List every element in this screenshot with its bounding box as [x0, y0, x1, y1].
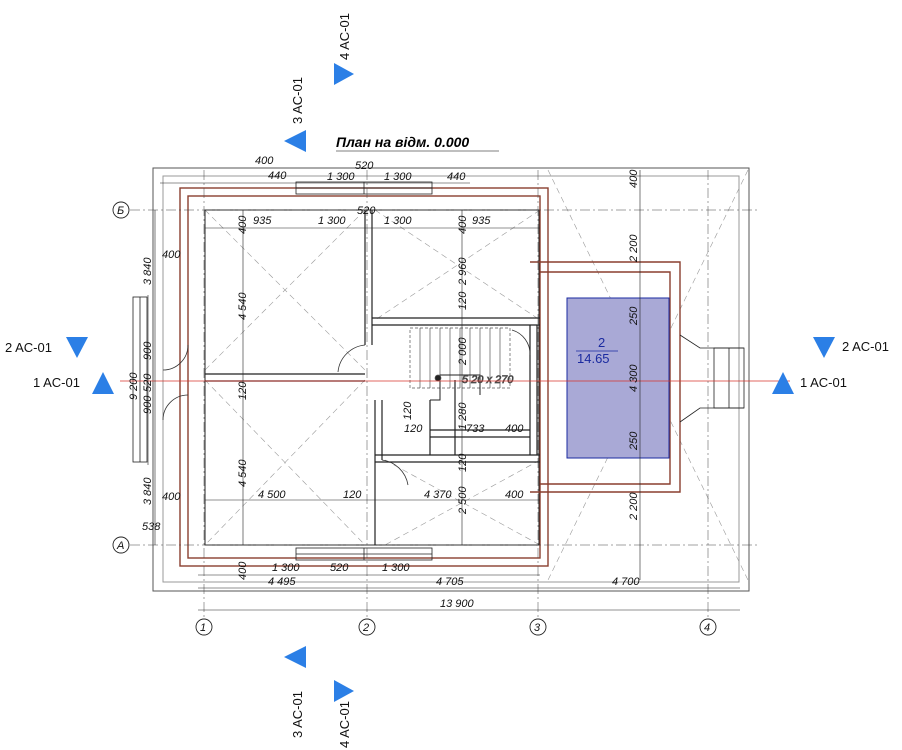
section-4-bottom-arrow-icon — [334, 680, 354, 702]
dim-top-1300d: 1 300 — [384, 215, 412, 227]
dim-right-4300: 4 300 — [628, 364, 640, 392]
axis-2: 2 — [362, 622, 369, 634]
dim-v-733: 733 — [466, 423, 485, 435]
dim-left-400b: 400 — [162, 491, 181, 503]
section-2-right-arrow-icon — [813, 337, 835, 358]
axis-1: 1 — [200, 622, 206, 634]
dim-bot-1300b: 1 300 — [382, 562, 410, 574]
dim-h-4370: 4 370 — [424, 489, 452, 501]
diagonal-guides — [204, 169, 749, 581]
dim-v-120d: 120 — [457, 453, 469, 472]
dim-left-9200: 9 200 — [128, 372, 140, 400]
dim-v-1280: 1 280 — [457, 402, 469, 430]
section-3-top-label: 3 AC-01 — [290, 77, 305, 124]
dim-v-2000: 2 000 — [457, 337, 469, 366]
dim-top-440a: 440 — [268, 170, 287, 182]
dim-h-120f: 120 — [343, 489, 362, 501]
dim-in-4540b: 4 540 — [237, 459, 249, 487]
dim-top-440b: 440 — [447, 171, 466, 183]
dim-v-2960: 2 960 — [457, 257, 469, 286]
axis-3: 3 — [534, 622, 541, 634]
section-1-left-arrow-icon — [92, 372, 114, 394]
dim-v-400c: 400 — [505, 423, 524, 435]
dims-top: 400 440 520 1 300 1 300 440 935 1 300 52… — [253, 155, 491, 227]
section-4-top-label: 4 AC-01 — [337, 13, 352, 60]
dim-right-2200b: 2 200 — [628, 492, 640, 521]
dim-top-935b: 935 — [472, 215, 491, 227]
dim-top-400: 400 — [255, 155, 274, 167]
section-2-left-label: 2 AC-01 — [5, 340, 52, 355]
dim-right-250b: 250 — [628, 431, 640, 451]
section-3-bottom-label: 3 AC-01 — [290, 691, 305, 738]
dims-interior-vertical: 400 400 2 960 120 2 000 120 1 280 733 40… — [237, 215, 524, 515]
door-swings — [162, 329, 531, 486]
outer-outline — [152, 167, 750, 592]
dim-left-900a: 900 — [142, 341, 154, 360]
dim-right-400: 400 — [628, 169, 640, 188]
stair-note: 5 20 x 270 — [462, 374, 514, 386]
dim-bot-4700: 4 700 — [612, 576, 640, 588]
dim-left-3840b: 3 840 — [142, 477, 154, 505]
dim-h-400d: 400 — [505, 489, 524, 501]
dim-v-120b: 120 — [402, 401, 414, 420]
section-4-bottom-label: 4 AC-01 — [337, 701, 352, 748]
dim-right-2200a: 2 200 — [628, 234, 640, 263]
section-1-right-label: 1 AC-01 — [800, 375, 847, 390]
room-area: 14.65 — [577, 351, 610, 366]
dim-bot-4495: 4 495 — [268, 576, 296, 588]
dim-right-250a: 250 — [628, 306, 640, 326]
dim-top-520b: 520 — [357, 205, 376, 217]
axis-a: А — [116, 540, 124, 552]
dim-v-120a: 120 — [457, 291, 469, 310]
stair: 5 20 x 270 — [409, 327, 515, 401]
section-2-left-arrow-icon — [66, 337, 88, 358]
dims-left: 3 840 400 900 9 200 520 900 3 840 400 53… — [128, 249, 181, 533]
dim-bot-520: 520 — [330, 562, 349, 574]
dim-top-520a: 520 — [355, 160, 374, 172]
dim-top-1300b: 1 300 — [384, 171, 412, 183]
dim-left-900b: 900 — [142, 395, 154, 414]
dim-v-400b: 400 — [457, 215, 469, 234]
dims-bottom: 400 1 300 520 1 300 4 495 4 705 4 700 13… — [237, 561, 640, 610]
dim-bot-13900: 13 900 — [440, 598, 475, 610]
windows — [132, 181, 745, 561]
dim-bot-4705: 4 705 — [436, 576, 464, 588]
dim-top-1300c: 1 300 — [318, 215, 346, 227]
section-1-right-arrow-icon — [772, 372, 794, 394]
dim-left-520: 520 — [142, 373, 154, 392]
dim-v-2500: 2 500 — [457, 486, 469, 515]
dim-in-120g: 120 — [237, 381, 249, 400]
section-4-top-arrow-icon — [334, 63, 354, 85]
section-3-bottom-arrow-icon — [284, 646, 306, 668]
dim-bot-400: 400 — [237, 561, 249, 580]
axis-bubbles — [112, 201, 717, 636]
section-3-top-arrow-icon — [284, 130, 306, 152]
dim-in-4540a: 4 540 — [237, 292, 249, 320]
room-2-fill — [566, 297, 670, 459]
dimension-lines — [147, 170, 740, 611]
section-2-right-label: 2 AC-01 — [842, 339, 889, 354]
dim-left-400a: 400 — [162, 249, 181, 261]
dim-left-3840a: 3 840 — [142, 257, 154, 285]
plan-title: План на відм. 0.000 — [336, 134, 469, 150]
dim-h-4500: 4 500 — [258, 489, 286, 501]
dims-right: 400 2 200 250 4 300 250 2 200 — [628, 169, 640, 521]
grid-axis-lines — [130, 170, 760, 620]
dim-top-1300a: 1 300 — [327, 171, 355, 183]
room-number: 2 — [598, 335, 605, 350]
dim-left-538: 538 — [142, 521, 161, 533]
dim-v-400a: 400 — [237, 215, 249, 234]
section-1-left-label: 1 AC-01 — [33, 375, 80, 390]
dim-bot-1300a: 1 300 — [272, 562, 300, 574]
dim-top-935a: 935 — [253, 215, 272, 227]
section-markers — [66, 63, 835, 702]
axis-b: Б — [117, 205, 124, 217]
dim-v-120c: 120 — [404, 423, 423, 435]
axis-4: 4 — [704, 622, 710, 634]
